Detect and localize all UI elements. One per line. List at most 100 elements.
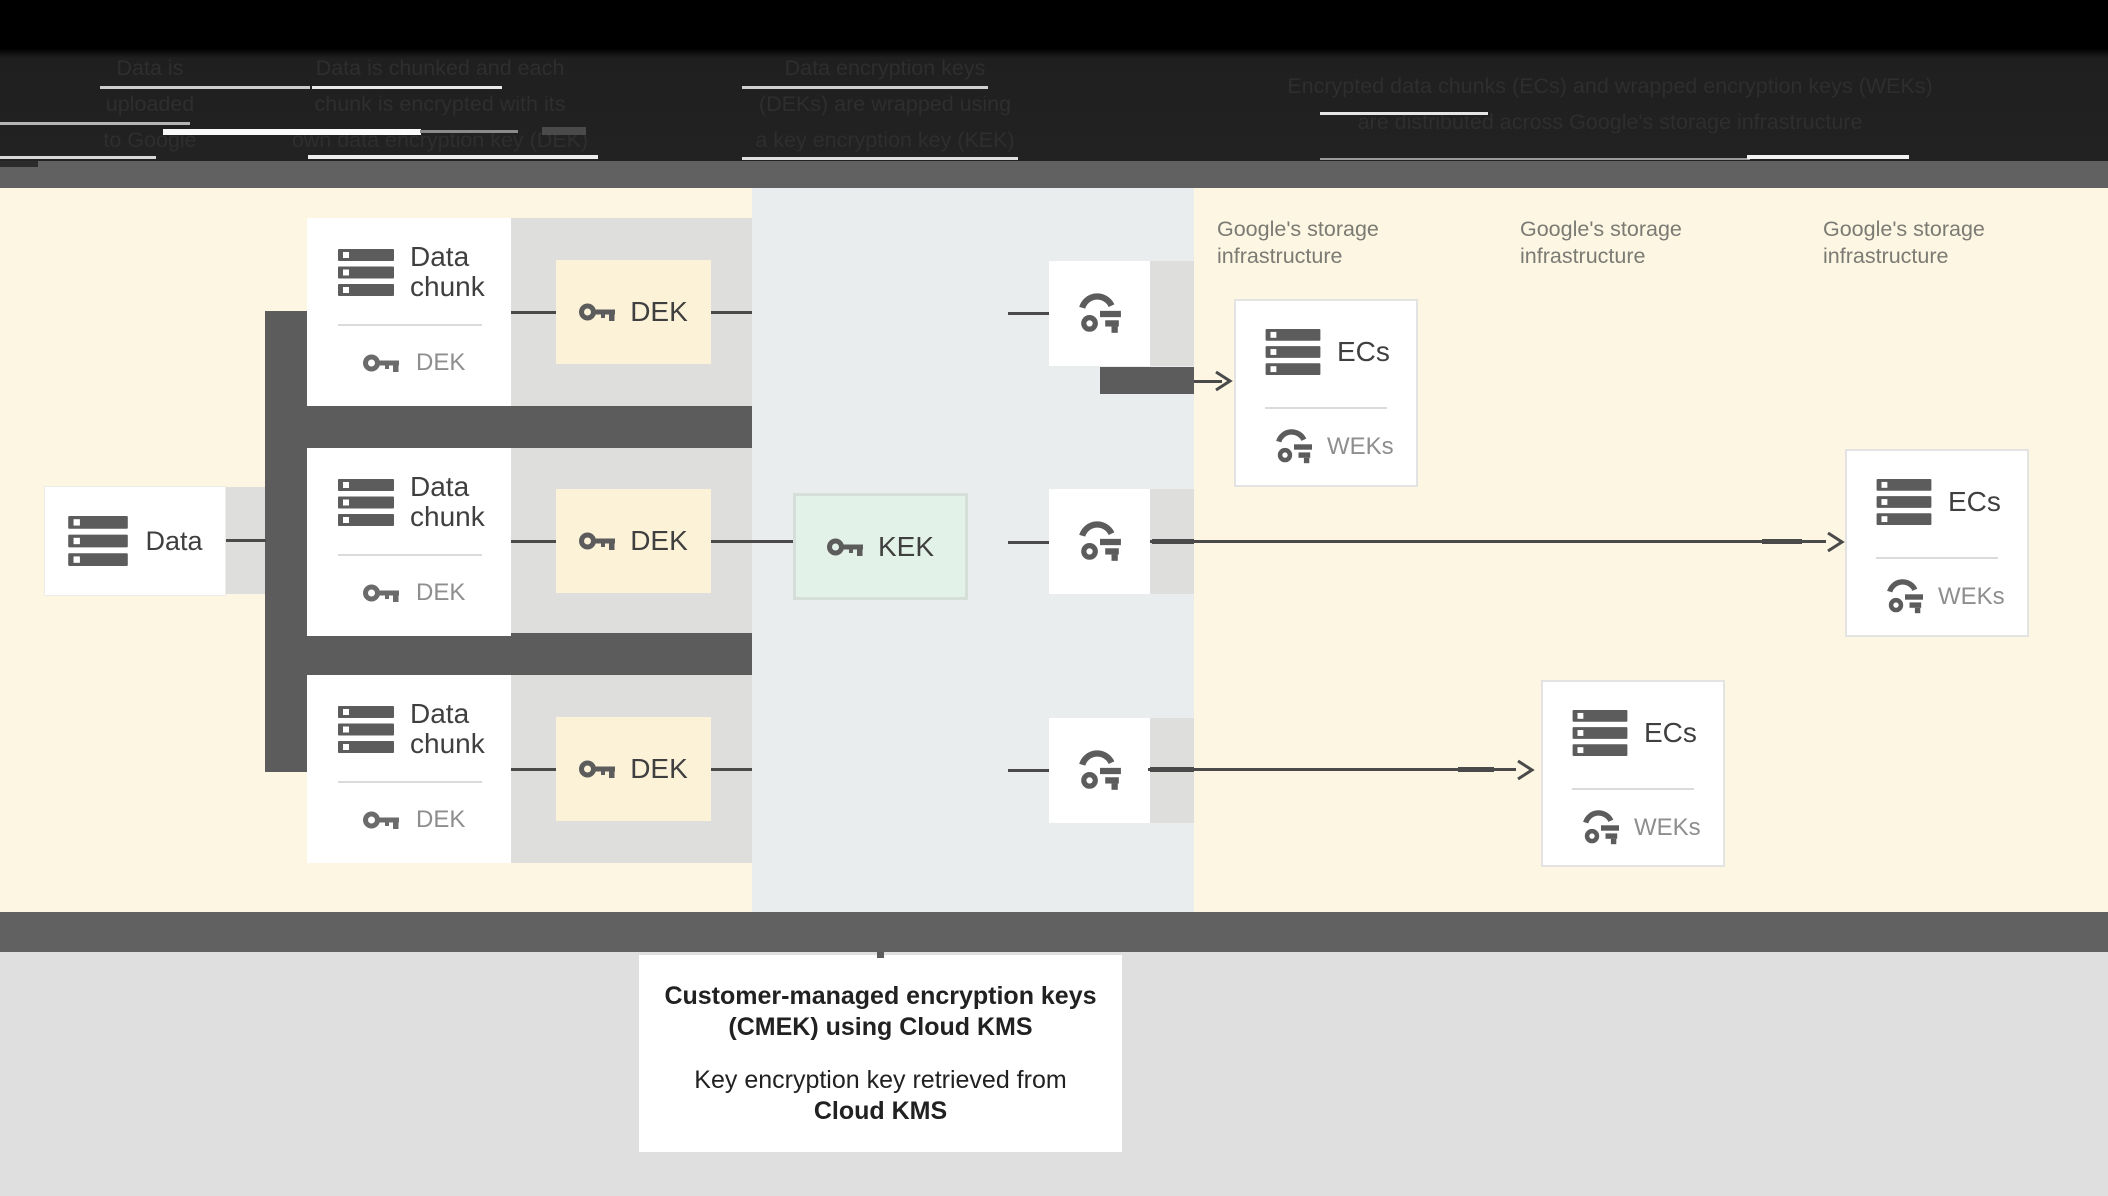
header-step-3-line: Data encryption keys [784,56,986,80]
wrapped-key-box [1049,718,1150,823]
arrow-shaft [1148,768,1516,771]
wek-output-pipe [1100,367,1194,394]
key-icon [363,811,399,829]
data-chunk-box: Data chunk DEK [307,675,511,863]
storage-icon [338,705,394,753]
header-step-2: Data is chunked and each chunk is encryp… [290,50,590,158]
ecs-label: ECs [1948,486,2001,517]
box-divider [338,554,482,556]
arrow-head-icon [1215,370,1233,392]
caption-box: Customer-managed encryption keys (CMEK) … [639,955,1122,1152]
flow-line [511,311,556,314]
dek-label: DEK [630,753,688,784]
storage-infra-line: Google's storage [1520,217,1682,241]
ecs-box: ECs WEKs [1541,680,1725,867]
header-artifact [163,129,421,135]
header-artifact [0,156,156,159]
caption-body-line: Key encryption key retrieved from [694,1065,1067,1094]
arrow-shaft-thick [1762,539,1802,544]
box-divider [1265,407,1387,409]
bottom-section-bar [0,912,2108,952]
wrapped-key-icon [1583,810,1619,845]
data-chunk-box: Data chunk DEK [307,218,511,406]
caption-body-line: Cloud KMS [813,1096,948,1125]
header-step-2-line: Data is chunked and each [315,56,565,80]
storage-infra-line: infrastructure [1217,244,1343,268]
header-step-4: Encrypted data chunks (ECs) and wrapped … [1255,68,1965,140]
box-divider [1572,788,1694,790]
caption-title-line: Customer-managed encryption keys [664,981,1097,1010]
wrapped-key-icon [1078,292,1121,333]
header-step-1-line: Data is [116,56,184,80]
arrow-head-icon [1517,759,1535,781]
storage-infra-line: infrastructure [1520,244,1646,268]
header-step-3: Data encryption keys (DEKs) are wrapped … [735,50,1035,158]
header-artifact [742,157,1018,160]
flow-line [1008,769,1049,772]
chunk-trunk-pipe [265,311,307,772]
horizontal-pipe [265,406,752,448]
key-icon [826,538,863,556]
connector-line [226,539,266,542]
header-step-1-line: uploaded [105,92,195,116]
header-artifact [542,127,586,135]
header-artifact [1747,155,1909,159]
wrapped-key-icon [1887,579,1923,614]
ecs-box: ECs WEKs [1845,449,2029,637]
wrapped-key-box [1049,261,1150,366]
key-icon [363,354,399,372]
chunk-label: Data chunk [410,471,485,532]
dek-box: DEK [556,489,711,593]
storage-infra-label: Google's storage infrastructure [1217,216,1379,270]
wrapped-key-icon [1078,520,1121,561]
header-artifact [100,86,310,89]
data-label: Data [145,525,203,556]
key-icon [579,532,616,550]
arrow-shaft-thick [1458,767,1494,772]
storage-infra-label: Google's storage infrastructure [1823,216,1985,270]
chunk-dek-label: DEK [416,349,466,376]
key-band [1150,261,1194,366]
box-divider [338,781,482,783]
weks-label: WEKs [1634,814,1701,841]
header-artifact [1320,158,1750,160]
dek-label: DEK [630,296,688,327]
storage-icon [1876,479,1932,525]
dek-label: DEK [630,525,688,556]
bar-notch [0,161,38,167]
weks-label: WEKs [1327,433,1394,460]
chunk-label: Data chunk [410,698,485,759]
header-step-4-line: are distributed across Google's storage … [1357,110,1863,134]
header-step-4-line: Encrypted data chunks (ECs) and wrapped … [1287,74,1933,98]
header-step-1: Data is uploaded to Google [40,50,260,158]
ecs-box: ECs WEKs [1234,299,1418,487]
flow-line [1008,312,1049,315]
header-artifact [420,130,518,133]
arrow-head-icon [1827,531,1845,553]
top-section-bar [0,161,2108,188]
data-chunk-box: Data chunk DEK [307,448,511,636]
box-divider [338,324,482,326]
storage-icon [338,478,394,526]
arrow-shaft-thick [1150,767,1194,772]
flow-line [711,311,752,314]
key-icon [579,303,616,321]
header-artifact [312,86,502,89]
storage-icon [1572,710,1628,756]
chunk-label: Data chunk [410,241,485,302]
data-box: Data [44,486,226,596]
storage-icon [68,516,129,566]
caption-title-line: (CMEK) using Cloud KMS [728,1012,1033,1041]
caption-pointer-tick [877,948,884,958]
kek-label: KEK [877,530,935,562]
flow-line [711,540,793,543]
storage-icon [338,248,394,296]
dek-box: DEK [556,717,711,821]
flow-line [1008,541,1049,544]
arrow-shaft [1194,380,1222,383]
storage-infra-line: Google's storage [1823,217,1985,241]
arrow-shaft-thick [1152,539,1194,544]
chunk-dek-label: DEK [416,579,466,606]
header-strip: Data is uploaded to Google Data is chunk… [0,0,2108,161]
